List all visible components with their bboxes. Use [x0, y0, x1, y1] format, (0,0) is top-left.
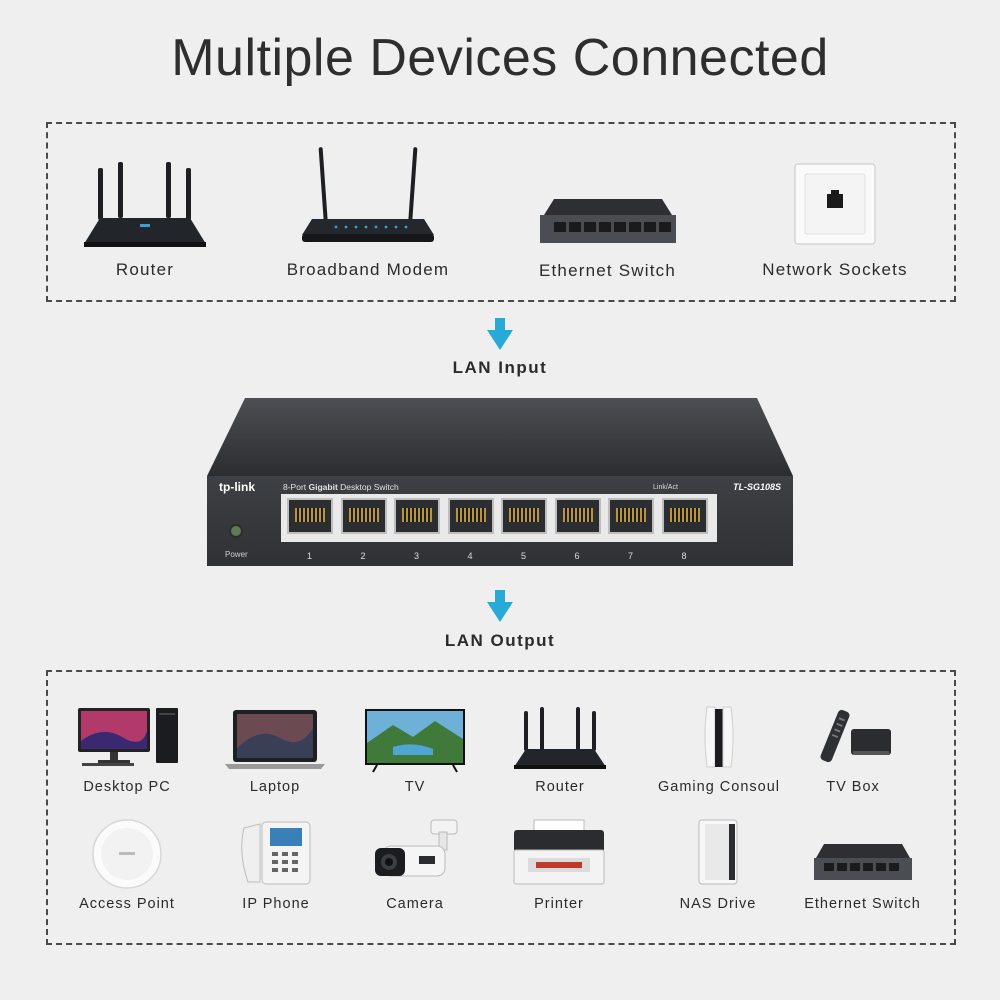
- switch-description: 8-Port Gigabit Desktop Switch: [283, 482, 399, 492]
- output-device-tv-box: TV Box: [808, 705, 898, 800]
- port-number-label: 6: [574, 551, 580, 561]
- ethernet-port-5[interactable]: [501, 498, 547, 534]
- lan-output-label: LAN Output: [444, 631, 556, 650]
- laptop-icon: [225, 710, 325, 769]
- switch-description-bold: Gigabit: [308, 482, 338, 492]
- switch-link-act: Link/Act: [653, 484, 678, 491]
- port-number-label: 1: [307, 551, 313, 561]
- tl-sg108s-switch: 1 2 3 4 5 6 7 8 tp-link 8-Port Gigabit Desktop …: [205, 396, 795, 568]
- port-contacts: [295, 508, 325, 522]
- input-devices-box: [46, 122, 956, 302]
- ethernet-port-8[interactable]: [661, 498, 708, 534]
- output-device-label: Camera: [386, 896, 444, 912]
- output-device-label: Ethernet Switch: [804, 896, 921, 912]
- port-contacts: [455, 508, 486, 522]
- output-device-label: Gaming Consoul: [658, 779, 780, 795]
- power-led: [231, 526, 241, 536]
- tv-icon: [365, 709, 465, 773]
- output-device-label: NAS Drive: [679, 896, 757, 912]
- output-device-label: TV Box: [826, 779, 880, 795]
- port-number-label: 5: [521, 551, 527, 561]
- ethernet-port-3[interactable]: [394, 498, 440, 534]
- output-device-ip-phone: IP Phone: [226, 818, 326, 918]
- port-contacts: [616, 508, 646, 522]
- port-number-label: 2: [360, 551, 366, 561]
- input-device-network-sockets: Network Sockets: [745, 160, 925, 285]
- ethernet-port-6[interactable]: [554, 498, 601, 534]
- printer-icon: [513, 819, 605, 885]
- input-device-label: Network Sockets: [762, 260, 908, 279]
- port-contacts: [509, 508, 539, 522]
- page-title: Multiple Devices Connected: [171, 29, 829, 87]
- port-number-label: 4: [467, 551, 473, 561]
- output-device-nas-drive: NAS Drive: [668, 818, 768, 918]
- input-device-router: Router: [75, 160, 215, 285]
- ethernet-port-2[interactable]: [340, 498, 387, 534]
- output-device-router: Router: [502, 705, 618, 800]
- switch-power-label: Power: [225, 550, 248, 559]
- switch-brand: tp-link: [219, 480, 255, 494]
- router-icon: [84, 162, 206, 247]
- arrow-down-icon: [487, 318, 513, 350]
- output-device-gaming-console: Gaming Consoul: [648, 705, 790, 800]
- port-number-label: 8: [681, 551, 687, 561]
- router-icon: [514, 707, 606, 769]
- ethernet-port-7[interactable]: [608, 498, 654, 534]
- ethernet-port-1[interactable]: [287, 498, 333, 534]
- tv-box-icon: [820, 709, 891, 763]
- output-device-label: Desktop PC: [83, 779, 171, 795]
- output-device-label: Access Point: [79, 896, 175, 912]
- port-number-label: 7: [628, 551, 634, 561]
- port-contacts: [669, 508, 700, 522]
- camera-icon: [375, 819, 458, 877]
- ip-phone-icon: [241, 821, 311, 885]
- output-device-ethernet-switch: Ethernet Switch: [800, 818, 925, 918]
- output-device-label: Laptop: [249, 779, 301, 795]
- desktop-pc-icon: [78, 708, 178, 766]
- switch-description-prefix: 8-Port: [283, 482, 309, 492]
- input-device-label: Broadband Modem: [286, 260, 450, 279]
- output-devices-box: [46, 670, 956, 945]
- output-device-label: TV: [404, 779, 426, 795]
- ethernet-switch-icon: [813, 844, 912, 880]
- port-contacts: [402, 508, 432, 522]
- port-contacts: [348, 508, 379, 522]
- ethernet-switch-icon: [539, 199, 676, 243]
- switch-model: TL-SG108S: [733, 482, 782, 492]
- output-device-laptop: Laptop: [218, 705, 332, 800]
- modem-icon: [302, 147, 434, 242]
- output-device-printer: Printer: [500, 818, 618, 918]
- arrow-down-icon: [487, 590, 513, 622]
- input-device-ethernet-switch: Ethernet Switch: [525, 195, 690, 285]
- output-device-label: Router: [535, 779, 585, 795]
- input-device-modem: Broadband Modem: [268, 145, 468, 285]
- access-point-icon: [92, 819, 162, 889]
- network-socket-icon: [794, 163, 876, 245]
- nas-drive-icon: [698, 819, 738, 885]
- ethernet-port-4[interactable]: [447, 498, 494, 534]
- output-device-camera: Camera: [360, 818, 470, 918]
- output-device-label: Printer: [534, 896, 584, 912]
- output-device-label: IP Phone: [242, 896, 310, 912]
- input-device-label: Ethernet Switch: [538, 261, 677, 280]
- port-contacts: [562, 508, 593, 522]
- output-device-access-point: Access Point: [66, 818, 188, 918]
- switch-ports: 1 2 3 4 5 6 7 8: [205, 396, 795, 568]
- output-device-tv: TV: [355, 705, 475, 800]
- output-device-desktop-pc: Desktop PC: [66, 705, 188, 800]
- switch-description-suffix: Desktop Switch: [337, 482, 399, 492]
- input-device-label: Router: [115, 260, 175, 279]
- gaming-console-icon: [704, 706, 734, 768]
- lan-input-label: LAN Input: [452, 358, 548, 377]
- port-number-label: 3: [414, 551, 420, 561]
